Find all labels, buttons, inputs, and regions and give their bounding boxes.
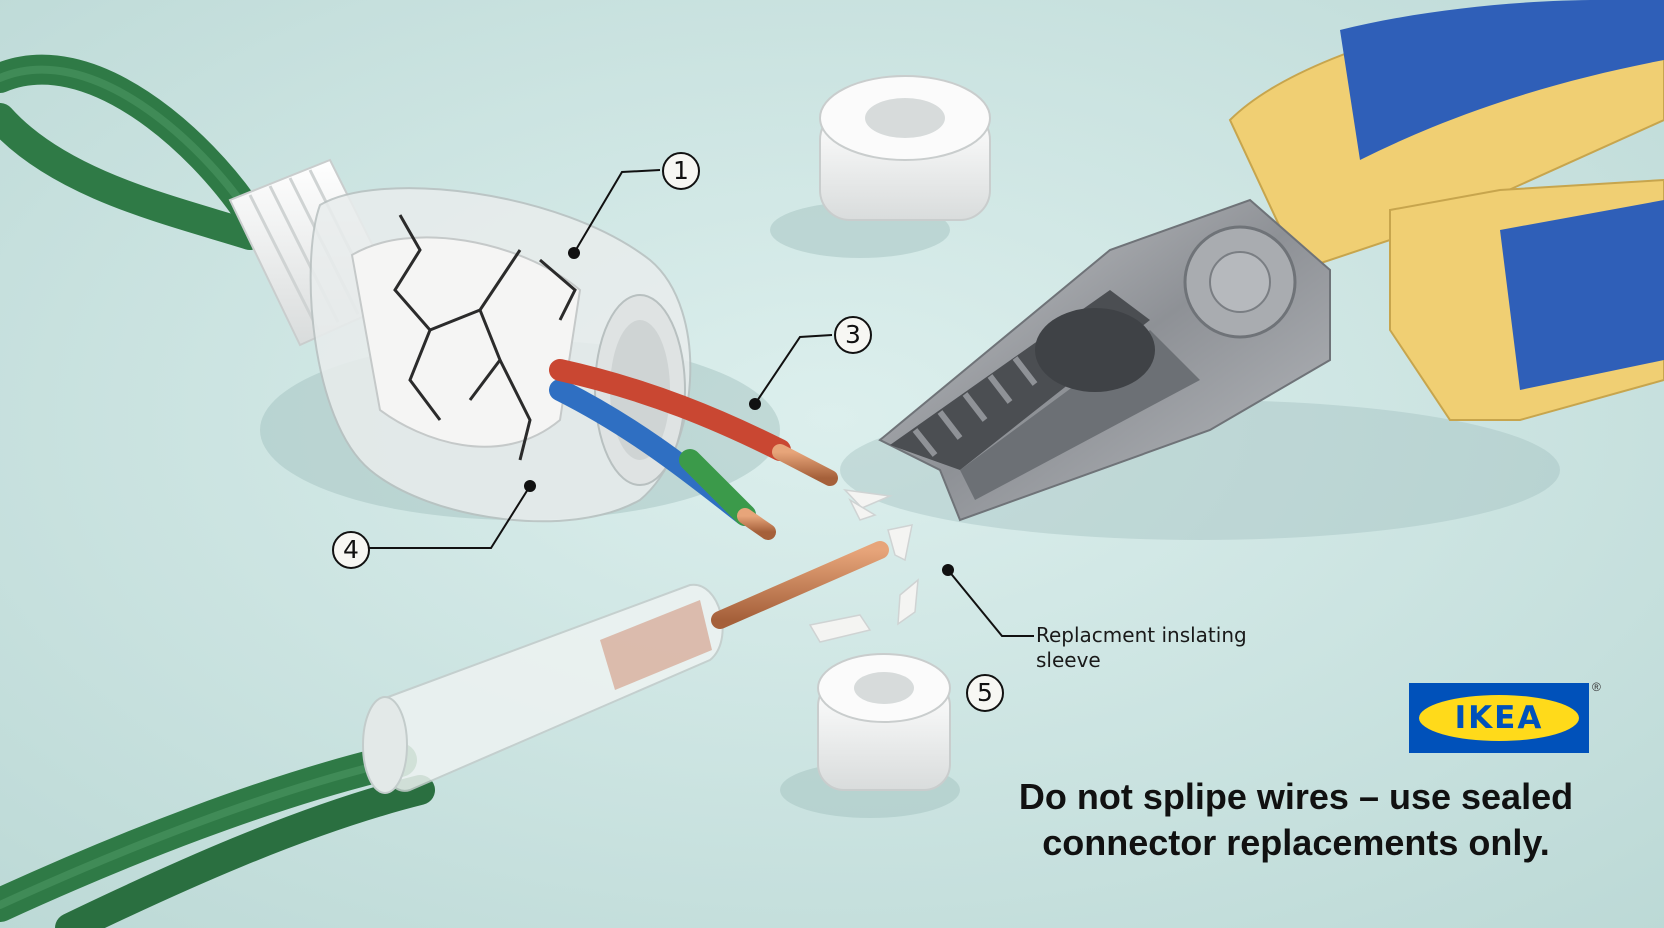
sleeve-label-line2: sleeve [1036,648,1101,672]
leader-line-1 [573,169,661,254]
warning-text: Do not splipe wires – use sealed connect… [976,774,1616,866]
leader-line-sleeve [947,569,1034,637]
exposed-wires [549,359,838,540]
leader-line-3 [754,334,833,405]
sleeve-label-line1: Replacment inslating [1036,623,1247,647]
leader-dot-sleeve [942,564,954,576]
loose-cap-top [819,75,991,221]
registered-mark: ® [1592,680,1601,694]
callout-3: 3 [834,316,872,354]
insulation-fragments [808,488,919,643]
leader-dot-3 [749,398,761,410]
pliers [878,0,1664,522]
leader-dot-4 [524,480,536,492]
leader-dots [524,247,954,576]
logo-wordmark: IKEA [1454,700,1544,736]
callout-1: 1 [662,152,700,190]
loose-cap-bottom [817,653,951,791]
callout-5: 5 [966,674,1004,712]
warning-line2: connector replacements only. [1042,822,1550,863]
leader-lines [368,169,1034,637]
callout-4: 4 [332,531,370,569]
lower-green-cable [0,743,435,928]
warning-line1: Do not splipe wires – use sealed [1018,776,1574,817]
ikea-logo: IKEA [1409,683,1589,753]
sleeve-label: Replacment inslating sleeve [1036,623,1266,673]
leader-dot-1 [568,247,580,259]
cracked-connector-housing [309,187,692,523]
replacement-sleeve-tube [362,541,889,794]
logo-oval: IKEA [1419,695,1579,741]
upper-green-cable [0,54,265,250]
leader-line-4 [368,485,531,549]
